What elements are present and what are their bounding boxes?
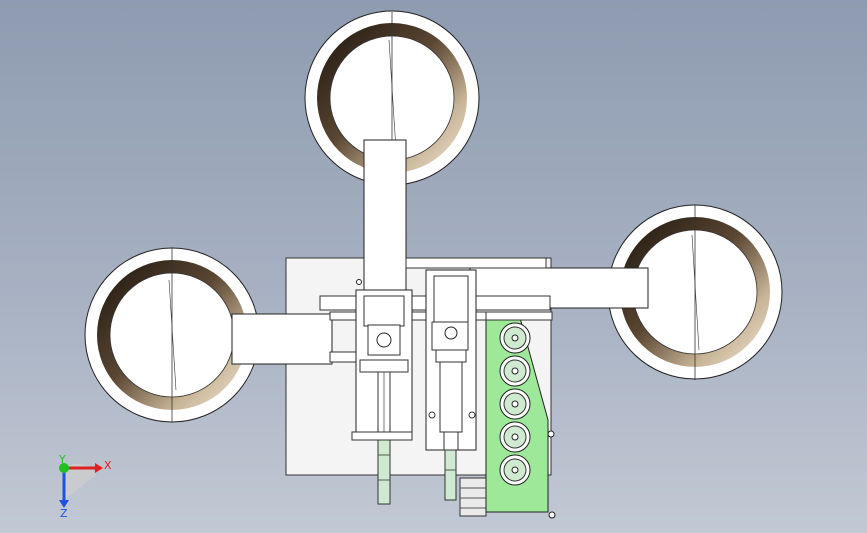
reel-right [607,204,783,380]
roller-axle [511,334,519,342]
reel-top [304,10,480,186]
roller-axle [511,367,519,375]
z-axis-label: Z [60,507,68,520]
cylinder-left [351,289,413,505]
screw-mark [356,279,362,285]
roller-axle [511,466,519,474]
arm-left [231,313,333,365]
roller-axle [511,400,519,408]
x-axis-label: X [104,459,112,472]
roller-stack [499,322,531,486]
roller-axle [511,433,519,441]
y-axis-label: Y [58,453,66,466]
beam-top [405,257,547,269]
screw-mark [547,430,555,438]
feeder-block [459,477,487,517]
arm-vertical [363,139,407,291]
axis-triad: X Y Z [58,453,112,520]
cylinder-right [425,269,477,501]
screw-mark [548,511,556,519]
reel-left [84,247,260,423]
y-axis-dot [59,463,69,473]
